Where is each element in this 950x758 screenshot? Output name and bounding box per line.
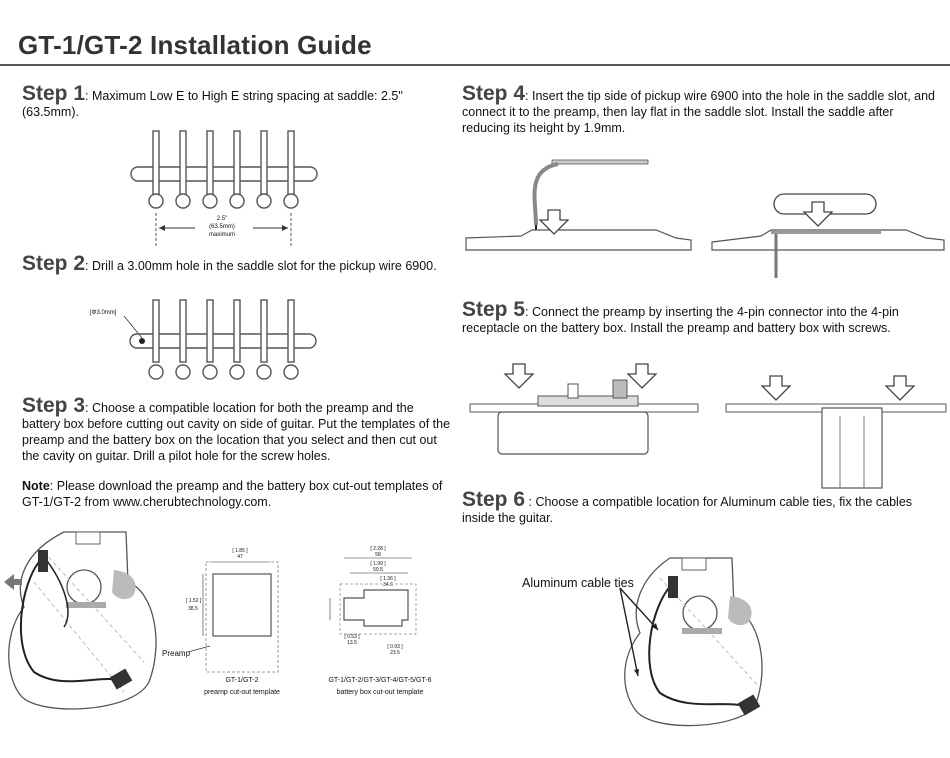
cable-ties-label: Aluminum cable ties — [522, 576, 634, 590]
tpl2-name: GT-1/GT-2/GT-3/GT-4/GT-5/GT-6 — [328, 677, 431, 684]
tpl2-dim-b: [ 1.99 ] — [370, 561, 386, 567]
note-text: : Please download the preamp and the bat… — [22, 479, 443, 509]
tpl2-dim-b2: 50.5 — [373, 567, 383, 573]
tpl2-caption: battery box cut-out template — [337, 689, 424, 696]
step-3: Step 3: Choose a compatible location for… — [22, 395, 452, 464]
note: Note: Please download the preamp and the… — [22, 478, 462, 510]
tpl1-dim-w2: 47 — [237, 554, 243, 560]
tpl1-dim-h: [ 1.52 ] — [186, 598, 202, 604]
step-1: Step 1: Maximum Low E to High E string s… — [22, 83, 452, 120]
saddle-install-diagram — [465, 159, 945, 278]
tpl2-dim-c: [ 1.36 ] — [380, 576, 396, 582]
tpl2-dim-e: [ 0.93 ] — [387, 644, 403, 650]
step-5-label: Step 5 — [462, 298, 526, 321]
step-6-label: Step 6 — [462, 488, 526, 511]
tpl1-dim-h2: 38.5 — [188, 606, 198, 612]
step-6-text: : Choose a compatible location for Alumi… — [462, 495, 913, 525]
page-title: GT-1/GT-2 Installation Guide — [18, 30, 372, 60]
preamp-label: Preamp — [162, 649, 191, 658]
tpl2-dim-a2: 58 — [375, 552, 381, 558]
tpl2-dim-e2: 23.5 — [390, 650, 400, 656]
string-spacing-diagram: 2.5" (63.5mm) maximum — [130, 130, 318, 247]
preamp-template: [ 1.85 ] 47 [ 1.52 ] 38.5 Preamp GT-1/GT… — [162, 548, 280, 696]
spacing-label-1: 2.5" — [217, 216, 227, 222]
tpl1-dim-w: [ 1.85 ] — [232, 548, 248, 554]
step-3-label: Step 3 — [22, 394, 86, 417]
step-2-text: : Drill a 3.00mm hole in the saddle slot… — [85, 259, 437, 273]
step-4: Step 4: Insert the tip side of pickup wi… — [462, 83, 942, 136]
battery-template: [ 2.28 ] 58 [ 1.99 ] 50.5 [ 1.36 ] 34.6 … — [328, 546, 431, 696]
step-3-text: : Choose a compatible location for both … — [22, 401, 451, 463]
tpl2-dim-c2: 34.6 — [383, 582, 393, 588]
step-5: Step 5: Connect the preamp by inserting … — [462, 299, 942, 336]
step-4-text: : Insert the tip side of pickup wire 690… — [462, 89, 936, 135]
step-4-label: Step 4 — [462, 82, 526, 105]
step-1-text: : Maximum Low E to High E string spacing… — [22, 89, 403, 119]
note-label: Note — [22, 479, 50, 493]
drill-hole-diagram: [Φ3.0mm] — [90, 299, 317, 380]
step-2-label: Step 2 — [22, 252, 86, 275]
tpl2-dim-a: [ 2.28 ] — [370, 546, 386, 552]
title-divider — [0, 64, 950, 66]
step-1-label: Step 1 — [22, 82, 86, 105]
guitar-cable-ties-diagram — [619, 557, 763, 727]
step-6: Step 6 : Choose a compatible location fo… — [462, 489, 932, 526]
tpl2-dim-d2: 13.5 — [347, 640, 357, 646]
hole-label: [Φ3.0mm] — [90, 310, 117, 316]
spacing-label-2: (63.5mm) — [209, 224, 235, 230]
guitar-cavity-diagram — [4, 531, 157, 710]
preamp-battery-install-diagram — [469, 363, 947, 489]
spacing-label-3: maximum — [209, 232, 235, 238]
tpl1-caption: preamp cut-out template — [204, 689, 280, 696]
tpl1-name: GT-1/GT-2 — [225, 677, 258, 684]
step-5-text: : Connect the preamp by inserting the 4-… — [462, 305, 899, 335]
step-2: Step 2: Drill a 3.00mm hole in the saddl… — [22, 253, 492, 274]
tpl2-dim-d: [ 0.53 ] — [344, 634, 360, 640]
